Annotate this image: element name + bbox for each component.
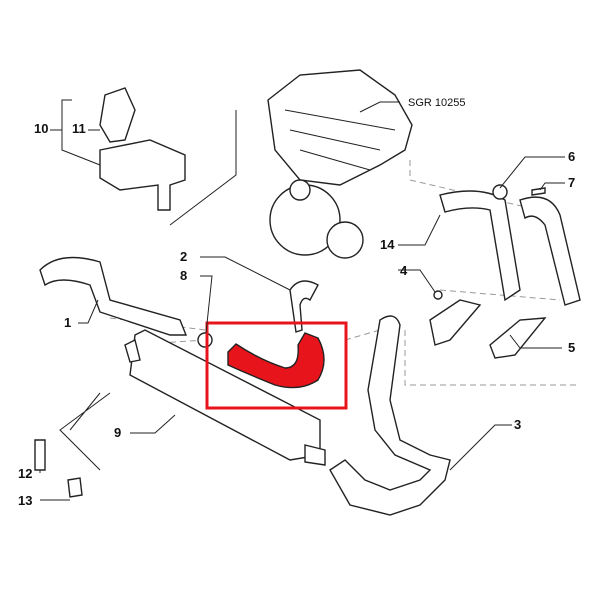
- clamp-8: [197, 332, 213, 348]
- callout-14: 14: [380, 237, 395, 252]
- section-divider: [169, 110, 237, 226]
- reference-code: SGR 10255: [408, 97, 465, 109]
- callout-3: 3: [514, 417, 521, 432]
- callout-8: 8: [180, 268, 187, 283]
- bolt-7: [531, 187, 546, 196]
- hose-14: [439, 190, 521, 302]
- hose-14-elbow: [429, 299, 482, 346]
- hose-2-upper: [289, 280, 319, 333]
- callout-9: 9: [114, 425, 121, 440]
- callout-1: 1: [64, 315, 71, 330]
- turbocharger: [269, 179, 364, 259]
- highlight-box: [205, 321, 348, 410]
- hose-5-elbow: [489, 317, 547, 359]
- callout-13: 13: [18, 493, 32, 508]
- clamp-6: [492, 184, 508, 200]
- hose-3: [329, 315, 451, 516]
- callout-4: 4: [400, 263, 408, 278]
- callout-12: 12: [18, 466, 32, 481]
- guide-lines: [404, 160, 580, 386]
- hose-1: [39, 256, 188, 336]
- callout-2: 2: [180, 249, 187, 264]
- bolt-12: [34, 439, 46, 471]
- bracket-part: [99, 87, 186, 211]
- callout-10: 10: [34, 121, 48, 136]
- highlighted-hose-2[interactable]: [227, 332, 325, 389]
- callout-7: 7: [568, 175, 575, 190]
- intake-manifold: [267, 69, 413, 186]
- clip-13: [67, 477, 83, 498]
- callout-11: 11: [72, 121, 86, 136]
- intercooler: [124, 329, 326, 466]
- callout-6: 6: [568, 149, 575, 164]
- callout-5: 5: [568, 340, 575, 355]
- hose-5: [519, 196, 581, 306]
- washer-4: [433, 290, 443, 300]
